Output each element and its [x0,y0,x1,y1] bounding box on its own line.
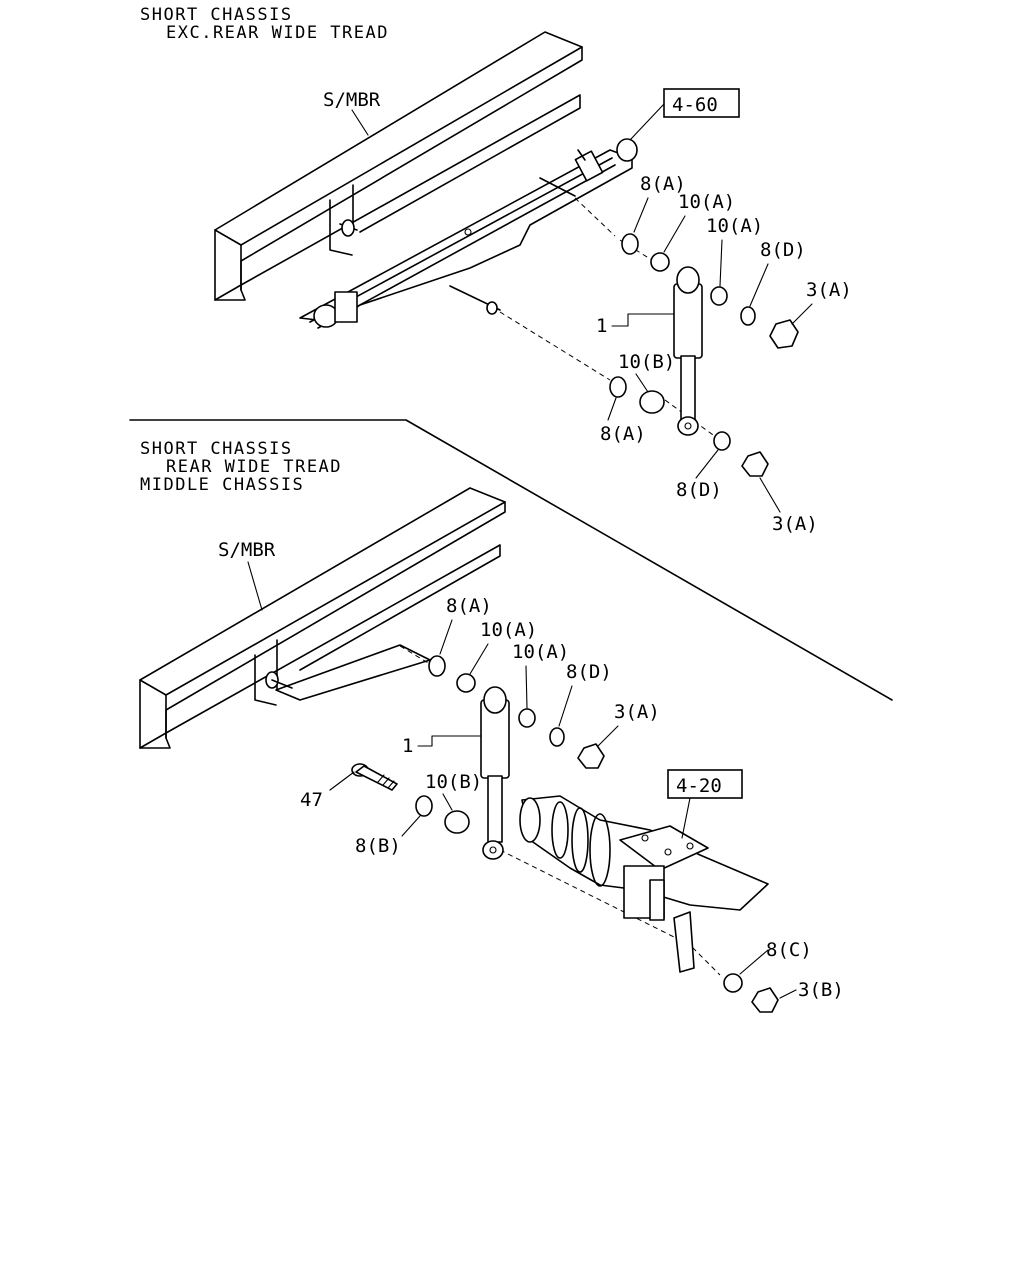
bush-10a-lower[interactable] [710,286,728,306]
nut-3b[interactable] [751,987,779,1013]
shock-absorber-top[interactable] [673,266,703,436]
side-member-bottom [139,487,506,749]
leaf-spring-top [299,138,638,329]
bush-10a-lower-bottom[interactable] [518,708,536,728]
bottom-smbr-label: S/MBR [218,539,276,561]
ref-box-4-60-text: 4-60 [672,94,718,116]
callout-8a-lower: 8(A) [600,423,646,445]
top-header-line1: SHORT CHASSIS [140,5,293,25]
washer-8a-bottom[interactable] [428,655,446,677]
bush-10b-bottom[interactable] [444,810,470,834]
ref-box-4-60[interactable] [663,88,740,118]
bottom-header-line1: SHORT CHASSIS [140,439,293,459]
callout-1-top: 1 [596,315,607,337]
ref-box-4-20[interactable] [667,769,743,799]
callout-10a-lower: 10(A) [706,215,763,237]
washer-8a-lower[interactable] [609,376,627,398]
bottom-header-line2: REAR WIDE TREAD [166,457,342,477]
callout-1-bottom: 1 [402,735,413,757]
bottom-header-line3: MIDDLE CHASSIS [140,475,304,495]
side-member-top [214,31,583,301]
washer-8c[interactable] [723,973,743,993]
callout-10a-lower-bottom: 10(A) [512,641,569,663]
bush-10b[interactable] [639,390,665,414]
callout-47: 47 [300,789,323,811]
callout-8a-upper: 8(A) [640,173,686,195]
nut-3a-upper[interactable] [769,319,799,349]
top-smbr-label: S/MBR [323,89,381,111]
washer-8d-bottom[interactable] [549,727,565,747]
washer-8b[interactable] [415,795,433,817]
callout-8c: 8(C) [766,939,812,961]
callout-8d-bottom: 8(D) [566,661,612,683]
callout-3a-lower: 3(A) [772,513,818,535]
bush-10a-upper-bottom[interactable] [456,673,476,693]
bush-10a-upper[interactable] [650,252,670,272]
callout-10a-upper-bottom: 10(A) [480,619,537,641]
ref-box-4-20-text: 4-20 [676,775,722,797]
washer-8d-upper[interactable] [740,306,756,326]
callout-3a-bottom: 3(A) [614,701,660,723]
section-divider [129,419,893,701]
washer-8a-upper[interactable] [621,233,639,255]
callout-8b: 8(B) [355,835,401,857]
callout-8a-bottom: 8(A) [446,595,492,617]
nut-3a-lower[interactable] [741,451,769,477]
top-section: SHORT CHASSIS EXC.REAR WIDE TREAD S/MBR [140,5,852,535]
callout-3a-upper: 3(A) [806,279,852,301]
callout-10a-upper: 10(A) [678,191,735,213]
callout-10b-top: 10(B) [618,351,675,373]
bolt-47[interactable] [351,763,398,791]
nut-3a-bottom[interactable] [577,743,605,769]
washer-8d-lower[interactable] [713,431,731,451]
top-header-line2: EXC.REAR WIDE TREAD [166,23,389,43]
shock-absorber-bottom[interactable] [480,686,510,860]
callout-10b-bottom: 10(B) [425,771,482,793]
callout-8d-upper: 8(D) [760,239,806,261]
callout-3b: 3(B) [798,979,844,1001]
bottom-section: SHORT CHASSIS REAR WIDE TREAD MIDDLE CHA… [139,439,844,1013]
axle-housing [519,795,769,973]
callout-8d-lower: 8(D) [676,479,722,501]
